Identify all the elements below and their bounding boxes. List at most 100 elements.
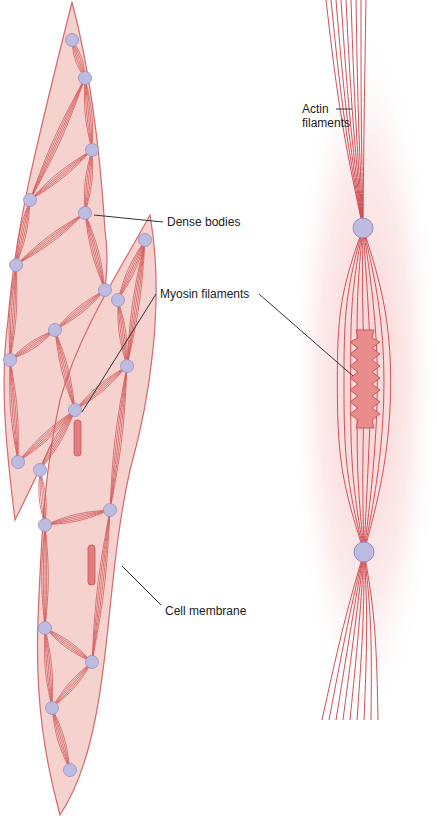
- dense-body: [4, 354, 17, 367]
- actin-filament: [42, 525, 45, 628]
- actin-filament: [55, 330, 75, 410]
- actin-filament: [40, 410, 75, 470]
- actin-filament: [55, 290, 105, 330]
- actin-filament: [364, 552, 378, 720]
- actin-filament: [30, 150, 92, 200]
- actin-filament: [40, 410, 75, 470]
- actin-filament: [40, 410, 75, 470]
- actin-filament: [361, 0, 363, 228]
- actin-filament: [52, 662, 92, 708]
- actin-filament: [118, 300, 127, 366]
- dense-body: [46, 702, 59, 715]
- actin-filament: [92, 510, 110, 662]
- actin-filament: [75, 366, 127, 410]
- smooth-muscle-cell: [37, 215, 156, 815]
- actin-filament: [85, 213, 105, 290]
- actin-filament: [52, 662, 92, 708]
- dense-body: [64, 764, 77, 777]
- actin-filament: [52, 662, 92, 708]
- actin-filament: [10, 265, 16, 360]
- actin-filament: [10, 330, 55, 360]
- actin-filament: [84, 150, 92, 213]
- actin-filament: [45, 510, 110, 525]
- actin-filament: [127, 240, 145, 366]
- actin-filaments: [322, 0, 391, 720]
- actin-filament: [45, 510, 110, 525]
- part-label: Cell membrane: [165, 604, 246, 618]
- actin-filament: [85, 78, 93, 150]
- actin-filament: [16, 213, 85, 265]
- actin-filament: [10, 360, 18, 462]
- actin-filament: [92, 510, 110, 662]
- actin-filament: [118, 300, 127, 366]
- actin-filament: [55, 290, 105, 330]
- actin-filament: [45, 510, 110, 525]
- actin-filament: [52, 708, 70, 770]
- actin-filament: [10, 330, 55, 360]
- dense-body: [24, 194, 37, 207]
- actin-filament: [10, 360, 18, 462]
- actin-filament: [351, 0, 363, 228]
- actin-filament: [118, 240, 145, 300]
- actin-filament: [85, 150, 93, 213]
- dense-body: [69, 404, 82, 417]
- actin-filament: [343, 552, 364, 720]
- actin-filament: [75, 366, 127, 410]
- actin-filament: [85, 78, 92, 150]
- actin-filament: [85, 213, 105, 290]
- actin-filament: [30, 150, 92, 200]
- actin-filament: [45, 628, 92, 662]
- actin-filament: [85, 150, 92, 213]
- part-label: Dense bodies: [167, 215, 240, 229]
- actin-filament: [16, 213, 85, 265]
- cell-filaments: [9, 40, 145, 770]
- actin-filament: [363, 0, 366, 228]
- dense-body: [79, 72, 92, 85]
- actin-filament: [44, 628, 52, 708]
- actin-filament: [110, 366, 127, 510]
- actin-filament: [52, 662, 92, 708]
- actin-filament: [350, 552, 364, 720]
- actin-filament: [331, 0, 363, 228]
- dense-body: [39, 622, 52, 635]
- actin-filament: [92, 510, 110, 662]
- actin-filament: [75, 366, 127, 410]
- dense-body: [104, 504, 117, 517]
- actin-filament: [118, 240, 145, 300]
- actin-filament: [45, 628, 92, 662]
- actin-filament: [45, 510, 110, 525]
- actin-filament: [9, 265, 16, 360]
- actin-filament: [10, 360, 18, 462]
- dense-body: [79, 207, 92, 220]
- actin-filament: [75, 366, 127, 410]
- dense-body: [34, 464, 47, 477]
- actin-filament: [357, 552, 364, 720]
- dense-body: [49, 324, 62, 337]
- actin-filament: [16, 213, 85, 265]
- actin-filament: [127, 240, 145, 366]
- actin-filament: [52, 708, 70, 770]
- actin-filament: [40, 410, 75, 470]
- dense-body: [66, 34, 79, 47]
- actin-filament: [118, 300, 127, 366]
- dense-body: [139, 234, 152, 247]
- actin-filament: [45, 510, 110, 525]
- actin-filament: [329, 552, 364, 720]
- actin-filament: [92, 510, 110, 662]
- actin-filament: [110, 366, 127, 510]
- actin-filament: [326, 0, 363, 228]
- dense-body: [86, 144, 99, 157]
- filament-glow: [290, 20, 437, 740]
- actin-filament: [45, 628, 52, 708]
- actin-filament: [55, 330, 75, 410]
- actin-filament: [30, 150, 92, 200]
- actin-filament: [84, 78, 92, 150]
- actin-filament: [127, 240, 145, 366]
- actin-filament: [364, 552, 367, 720]
- actin-filament: [346, 0, 363, 228]
- actin-filament: [30, 150, 92, 200]
- actin-filament: [118, 300, 127, 366]
- actin-filament: [16, 213, 85, 265]
